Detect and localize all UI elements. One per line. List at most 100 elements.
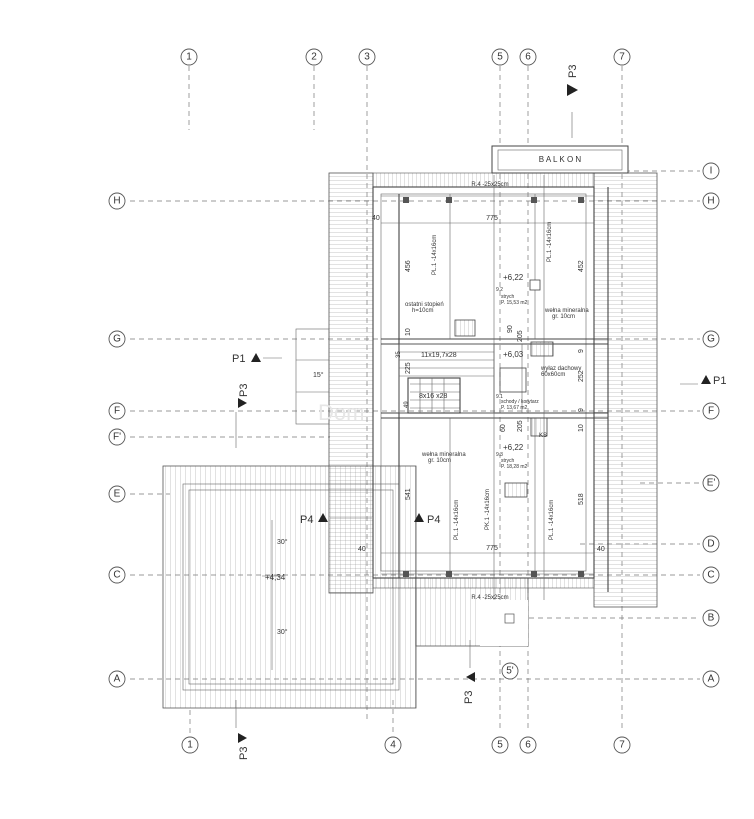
svg-text:H: H	[113, 196, 120, 207]
svg-text:E: E	[114, 489, 121, 500]
svg-text:F: F	[708, 406, 714, 417]
svg-text:5: 5	[497, 740, 503, 751]
ostatni-2: h=10cm	[412, 308, 434, 314]
dim-35: 35	[396, 351, 402, 358]
axis-right-C: C	[702, 566, 720, 584]
level-603: +6,03	[503, 350, 524, 359]
svg-text:6: 6	[525, 52, 531, 63]
axis-top-2: 2	[305, 48, 323, 66]
svg-text:G: G	[113, 334, 121, 345]
dim-775-bottom: 775	[486, 545, 498, 552]
svg-text:G: G	[707, 334, 715, 345]
schody-area: P. 13,67 m2	[501, 405, 528, 411]
schody-name: schody / korytarz	[501, 399, 539, 405]
svg-text:7: 7	[619, 740, 625, 751]
lower-roof-extension	[415, 577, 529, 647]
stairs-1: 11x19,7x28	[421, 352, 457, 359]
dim-225: 225	[405, 362, 412, 374]
axis-left-C: C	[108, 566, 126, 584]
pl1-a: PL.1 -14x16cm	[432, 235, 438, 275]
axis-bottom-6: 6	[519, 736, 537, 754]
section-arrow-icon	[466, 672, 475, 682]
axis-bottom-5prime: 5'	[501, 662, 519, 680]
ks-label: KS	[539, 433, 547, 439]
svg-text:A: A	[114, 674, 121, 685]
svg-text:A: A	[708, 674, 715, 685]
svg-text:I: I	[710, 166, 713, 177]
svg-text:B: B	[708, 613, 715, 624]
section-p3-left: P3	[238, 384, 250, 397]
welna-right-1: wełna mineralna	[544, 308, 589, 314]
strych-top-name: strych	[501, 294, 515, 300]
schody-num: 9.1	[496, 394, 503, 400]
balcony-label: B A L K O N	[539, 155, 582, 164]
svg-text:C: C	[113, 570, 120, 581]
axis-bottom-5: 5	[491, 736, 509, 754]
section-p1-right: P1	[713, 375, 726, 387]
walls	[372, 175, 609, 600]
dim-40-a: 40	[372, 215, 380, 222]
pl1-b: PL.1 -14x16cm	[547, 222, 553, 262]
angle-30-b: 30°	[277, 628, 288, 636]
svg-text:D: D	[707, 539, 714, 550]
section-arrow-icon	[318, 513, 328, 522]
dim-90: 90	[507, 325, 514, 333]
level-622-top: +6,22	[503, 273, 524, 282]
section-arrow-icon	[414, 513, 424, 522]
welna-right-2: gr. 10cm	[552, 314, 575, 320]
section-p3-bottom-left: P3	[238, 747, 250, 760]
dim-205-bottom: 205	[517, 420, 524, 432]
axis-top-5: 5	[491, 48, 509, 66]
axis-top-3: 3	[358, 48, 376, 66]
svg-text:H: H	[707, 196, 714, 207]
dim-9-a: 9	[578, 349, 585, 353]
dim-49: 49	[404, 401, 410, 408]
strych-bot-name: strych	[501, 458, 515, 464]
axis-left-A: A	[108, 670, 126, 688]
axis-left-Fprime: F'	[108, 428, 126, 446]
dim-541: 541	[405, 488, 412, 500]
strych-bot-num: 9.3	[496, 452, 503, 458]
dim-456: 456	[405, 260, 412, 272]
dim-40-c: 40	[597, 546, 605, 553]
level-434: +4,34	[265, 573, 286, 582]
svg-text:C: C	[707, 570, 714, 581]
section-p3-top: P3	[567, 65, 579, 78]
axis-bottom-4: 4	[384, 736, 402, 754]
wylaz-2: 60x60cm	[541, 372, 565, 378]
axis-left-E: E	[108, 485, 126, 503]
dim-60: 60	[500, 424, 507, 432]
wylaz-1: wyłaz dachowy	[540, 366, 581, 372]
section-arrow-icon	[567, 84, 578, 96]
axis-right-D: D	[702, 535, 720, 553]
svg-text:F': F'	[113, 432, 121, 443]
axis-left-F: F	[108, 402, 126, 420]
pl1-c: PL.1 -14x16cm	[454, 500, 460, 540]
axis-bubbles: 1 2 3 5 6 7 1 4 5 6 7 5' H G F F' E C A …	[108, 48, 720, 754]
axis-top-6: 6	[519, 48, 537, 66]
welna-left-2: gr. 10cm	[428, 458, 451, 464]
axis-top-1: 1	[180, 48, 198, 66]
svg-text:7: 7	[619, 52, 625, 63]
axis-right-F: F	[702, 402, 720, 420]
welna-left-1: wełna mineralna	[421, 452, 466, 458]
dim-40-b: 40	[358, 546, 366, 553]
section-arrow-icon	[251, 353, 261, 362]
axis-right-G: G	[702, 330, 720, 348]
dim-205-top: 205	[517, 330, 524, 342]
section-markers: P3 P1 P3 P1 P4 P4 P3 P3	[232, 65, 726, 760]
axis-left-G: G	[108, 330, 126, 348]
dim-518: 518	[578, 493, 585, 505]
dim-775-top: 775	[486, 215, 498, 222]
beam-top-label: R.4 -25x25cm	[471, 182, 508, 188]
svg-text:4: 4	[390, 740, 396, 751]
section-p3-bottom-mid: P3	[463, 691, 475, 704]
strych-bot-area: P. 18,28 m2	[501, 464, 528, 470]
dim-252: 252	[578, 370, 585, 382]
section-arrow-icon	[238, 733, 247, 743]
watermark: Dom	[318, 400, 364, 425]
ostatni-1: ostatni stopień	[405, 302, 444, 308]
svg-text:E': E'	[707, 478, 716, 489]
strych-top-num: 9.2	[496, 287, 503, 293]
